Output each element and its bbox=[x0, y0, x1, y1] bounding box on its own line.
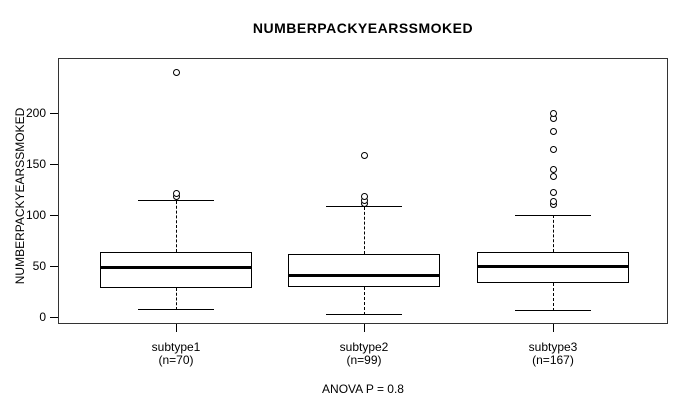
x-tick-label: subtype2 bbox=[339, 340, 389, 354]
lower-whisker-line bbox=[363, 287, 365, 315]
median-line bbox=[100, 265, 252, 269]
median-line bbox=[477, 264, 629, 268]
outlier-point bbox=[549, 198, 557, 206]
x-tick-sublabel: (n=167) bbox=[532, 353, 574, 367]
outlier-point bbox=[172, 68, 180, 76]
chart-title: NUMBERPACKYEARSSMOKED bbox=[252, 20, 474, 36]
x-tick bbox=[552, 324, 554, 332]
outlier-point bbox=[549, 146, 557, 154]
iqr-box bbox=[100, 251, 252, 289]
upper-whisker-line bbox=[363, 206, 365, 254]
y-tick-label: 50 bbox=[32, 259, 46, 273]
lower-whisker-cap bbox=[326, 314, 402, 316]
outlier-point bbox=[360, 193, 368, 201]
lower-whisker-cap bbox=[138, 309, 214, 311]
upper-whisker-line bbox=[175, 200, 177, 252]
y-tick bbox=[50, 316, 58, 318]
upper-whisker-cap bbox=[515, 214, 591, 216]
outlier-point bbox=[549, 109, 557, 117]
upper-whisker-cap bbox=[138, 200, 214, 202]
y-axis-label: NUMBERPACKYEARSSMOKED bbox=[13, 107, 27, 285]
median-line bbox=[288, 273, 440, 277]
y-tick-label: 150 bbox=[25, 157, 46, 171]
iqr-box bbox=[477, 251, 629, 284]
x-tick-label: subtype3 bbox=[528, 340, 578, 354]
y-tick-label: 100 bbox=[25, 208, 46, 222]
outlier-point bbox=[549, 189, 557, 197]
y-tick-label: 200 bbox=[25, 106, 46, 120]
x-tick-label: subtype1 bbox=[151, 340, 201, 354]
lower-whisker-line bbox=[552, 283, 554, 311]
outlier-point bbox=[549, 172, 557, 180]
x-tick-sublabel: (n=99) bbox=[346, 353, 382, 367]
outlier-point bbox=[549, 127, 557, 135]
x-tick bbox=[175, 324, 177, 332]
y-tick bbox=[50, 265, 58, 267]
outlier-point bbox=[172, 190, 180, 198]
y-tick bbox=[50, 214, 58, 216]
y-tick-label: 0 bbox=[39, 310, 46, 324]
lower-whisker-cap bbox=[515, 310, 591, 312]
anova-p-label: ANOVA P = 0.8 bbox=[322, 382, 404, 396]
outlier-point bbox=[360, 152, 368, 160]
x-tick-sublabel: (n=70) bbox=[158, 353, 194, 367]
lower-whisker-line bbox=[175, 288, 177, 310]
y-tick bbox=[50, 112, 58, 114]
x-tick bbox=[363, 324, 365, 332]
iqr-box bbox=[288, 253, 440, 288]
upper-whisker-line bbox=[552, 215, 554, 252]
outlier-point bbox=[549, 165, 557, 173]
y-tick bbox=[50, 163, 58, 165]
